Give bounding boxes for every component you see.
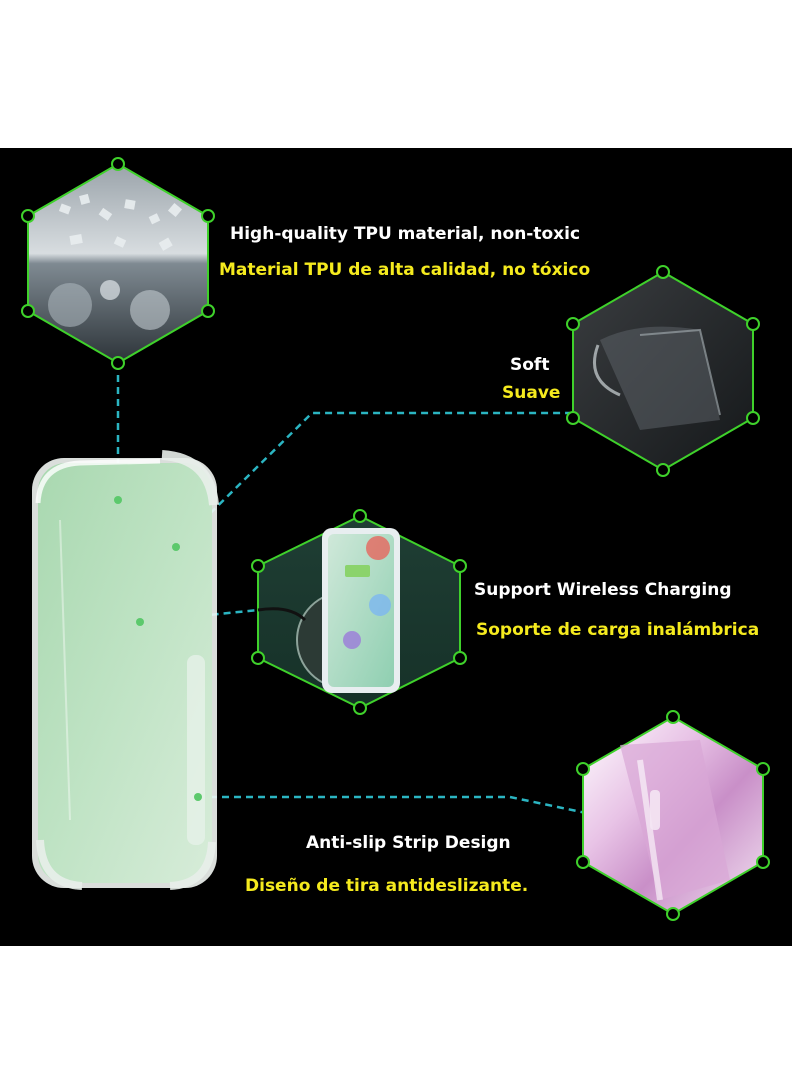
pellet-icons [58,193,183,251]
hex-node [656,463,670,477]
hex-node [453,559,467,573]
wireless-title-en: Support Wireless Charging [474,580,732,600]
soft-title-en: Soft [510,355,550,375]
hex-node [576,855,590,869]
hex-node [111,157,125,171]
hex-node [566,411,580,425]
antislip-title-en: Anti-slip Strip Design [306,833,511,853]
hex-node [251,559,265,573]
connector-wireless [139,608,259,624]
hex-corner-nodes [21,157,770,921]
material-title-en: High-quality TPU material, non-toxic [230,224,581,244]
hex-node [21,304,35,318]
soft-title-es: Suave [502,383,561,403]
hex-node [111,356,125,370]
hex-antislip [582,715,764,916]
hex-node [666,907,680,921]
hex-node [756,762,770,776]
connector-soft [175,411,570,548]
hex-soft [572,270,754,472]
hex-node [453,651,467,665]
hex-node [21,209,35,223]
hex-node [666,710,680,724]
hex-node [746,317,760,331]
hex-node [576,762,590,776]
hex-node [656,265,670,279]
hex-node [756,855,770,869]
hex-node [201,209,215,223]
hex-node [353,509,367,523]
hex-node [201,304,215,318]
clear-phone-case [32,450,219,890]
material-title-es: Material TPU de alta calidad, no tóxico [219,260,591,280]
antislip-title-es: Diseño de tira antideslizante. [245,876,529,896]
connector-antislip [198,795,611,820]
hex-node [251,651,265,665]
hex-node [566,317,580,331]
wireless-title-es: Soporte de carga inalámbrica [476,620,760,640]
hex-node [746,411,760,425]
hex-node [353,701,367,715]
